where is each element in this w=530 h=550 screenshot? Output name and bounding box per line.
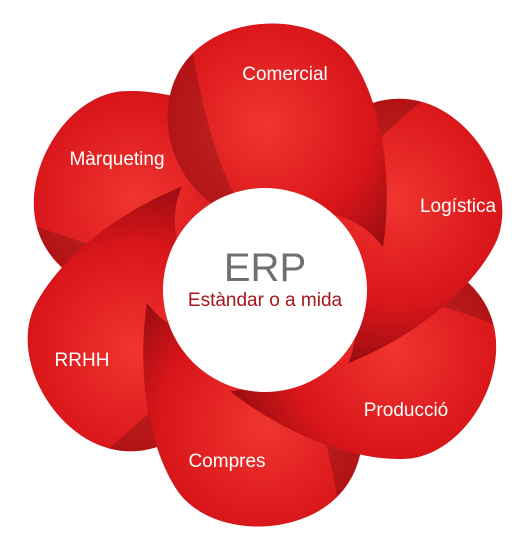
- petal-label-produccio: Producció: [364, 400, 449, 421]
- petal-label-compres: Compres: [188, 451, 265, 472]
- petal-comercial: [167, 23, 387, 247]
- petal-label-comercial: Comercial: [242, 64, 328, 85]
- center-title: ERP: [224, 246, 306, 290]
- label-group: Comercial Logística Producció Compres RR…: [55, 64, 497, 472]
- petal-label-logistica: Logística: [420, 196, 496, 217]
- center-group: ERP Estàndar o a mida: [163, 188, 367, 392]
- petal-label-rrhh: RRHH: [55, 350, 110, 371]
- petal-shape-comercial: [167, 23, 387, 247]
- center-circle: [163, 188, 367, 392]
- center-subtitle: Estàndar o a mida: [188, 290, 343, 311]
- petal-label-marqueting: Màrqueting: [69, 149, 164, 170]
- petal-shade-comercial: [167, 53, 253, 223]
